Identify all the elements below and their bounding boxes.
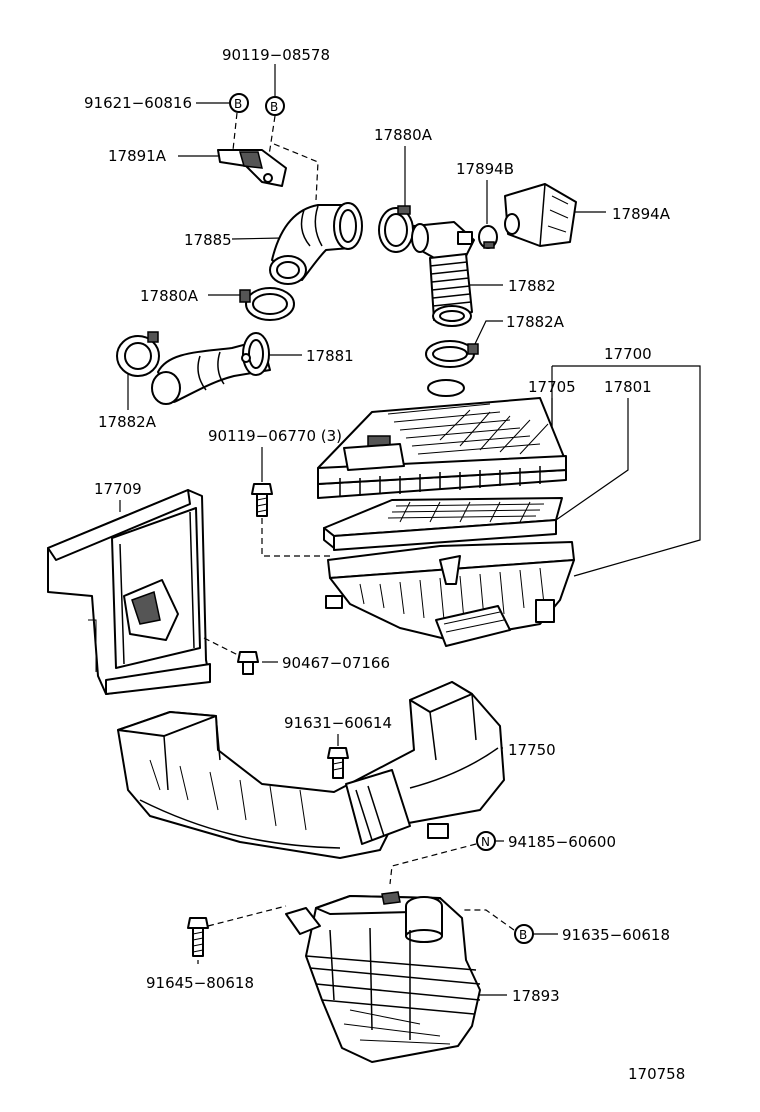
bracket-17891a: 17891A [108,143,319,201]
upper-case-17705 [317,379,567,499]
callout-letter-b: B [270,100,278,114]
label-17709: 17709 [94,480,142,498]
label-90467-07166: 90467−07166 [282,654,390,672]
callout-94185-60600: N 94185−60600 [389,831,616,885]
label-17880a-left: 17880A [140,287,199,305]
label-17881: 17881 [306,347,354,365]
label-17880a-top: 17880A [374,126,433,144]
label-90119-06770: 90119−06770 (3) [208,427,342,445]
label-91645-80618: 91645−80618 [146,974,254,992]
label-17882a-left: 17882A [98,413,157,431]
cap-17894a: 17894A [504,183,671,247]
bolt-91631-60614: 91631−60614 [284,714,392,779]
label-17882a-right: 17882A [506,313,565,331]
callout-91621-60816: 91621−60816 B [84,93,249,151]
resonator-17893: 17893 [285,891,560,1063]
label-17891a: 17891A [108,147,167,165]
clip-90467-07166: 90467−07166 [203,637,390,675]
callout-letter-n: N [481,835,490,849]
hose-17881: 17881 [151,332,354,405]
callout-91635-60618: B 91635−60618 [462,909,670,944]
label-17894a: 17894A [612,205,671,223]
label-94185-60600: 94185−60600 [508,833,616,851]
label-17893: 17893 [512,987,560,1005]
label-17750: 17750 [508,741,556,759]
label-17882: 17882 [508,277,556,295]
callout-b-right: B [265,96,285,163]
clamp-17880a-left: 17880A [140,287,295,321]
label-17885: 17885 [184,231,232,249]
duct-17750: 17750 [117,681,556,859]
bolt-90119-06770: 90119−06770 (3) [208,427,342,557]
bolt-91645-80618: 91645−80618 [146,905,287,992]
label-17801: 17801 [604,378,652,396]
clamp-17882a-left: 17882A [98,331,160,431]
hose-17882: 17882 [411,221,556,327]
callout-90119-08578: 90119−08578 [222,46,330,96]
label-17894b: 17894B [456,160,514,178]
callout-letter-b: B [234,97,242,111]
shroud-17709: 17709 [47,480,211,695]
hose-17885: 17885 [184,202,363,285]
clip-17894b: 17894B [456,160,514,249]
label-90119-08578: 90119−08578 [222,46,330,64]
clamp-17880a-top: 17880A [374,126,433,253]
label-91621-60816: 91621−60816 [84,94,192,112]
label-91631-60614: 91631−60614 [284,714,392,732]
label-17700: 17700 [604,345,652,363]
clamp-17882a-right: 17882A [425,313,565,368]
air-cleaner-leaders: 17700 17705 17801 [528,345,701,577]
callout-letter-b: B [519,928,527,942]
diagram-id: 170758 [628,1065,685,1083]
label-91635-60618: 91635−60618 [562,926,670,944]
filter-element-17801 [323,497,563,551]
lower-case [325,541,575,647]
